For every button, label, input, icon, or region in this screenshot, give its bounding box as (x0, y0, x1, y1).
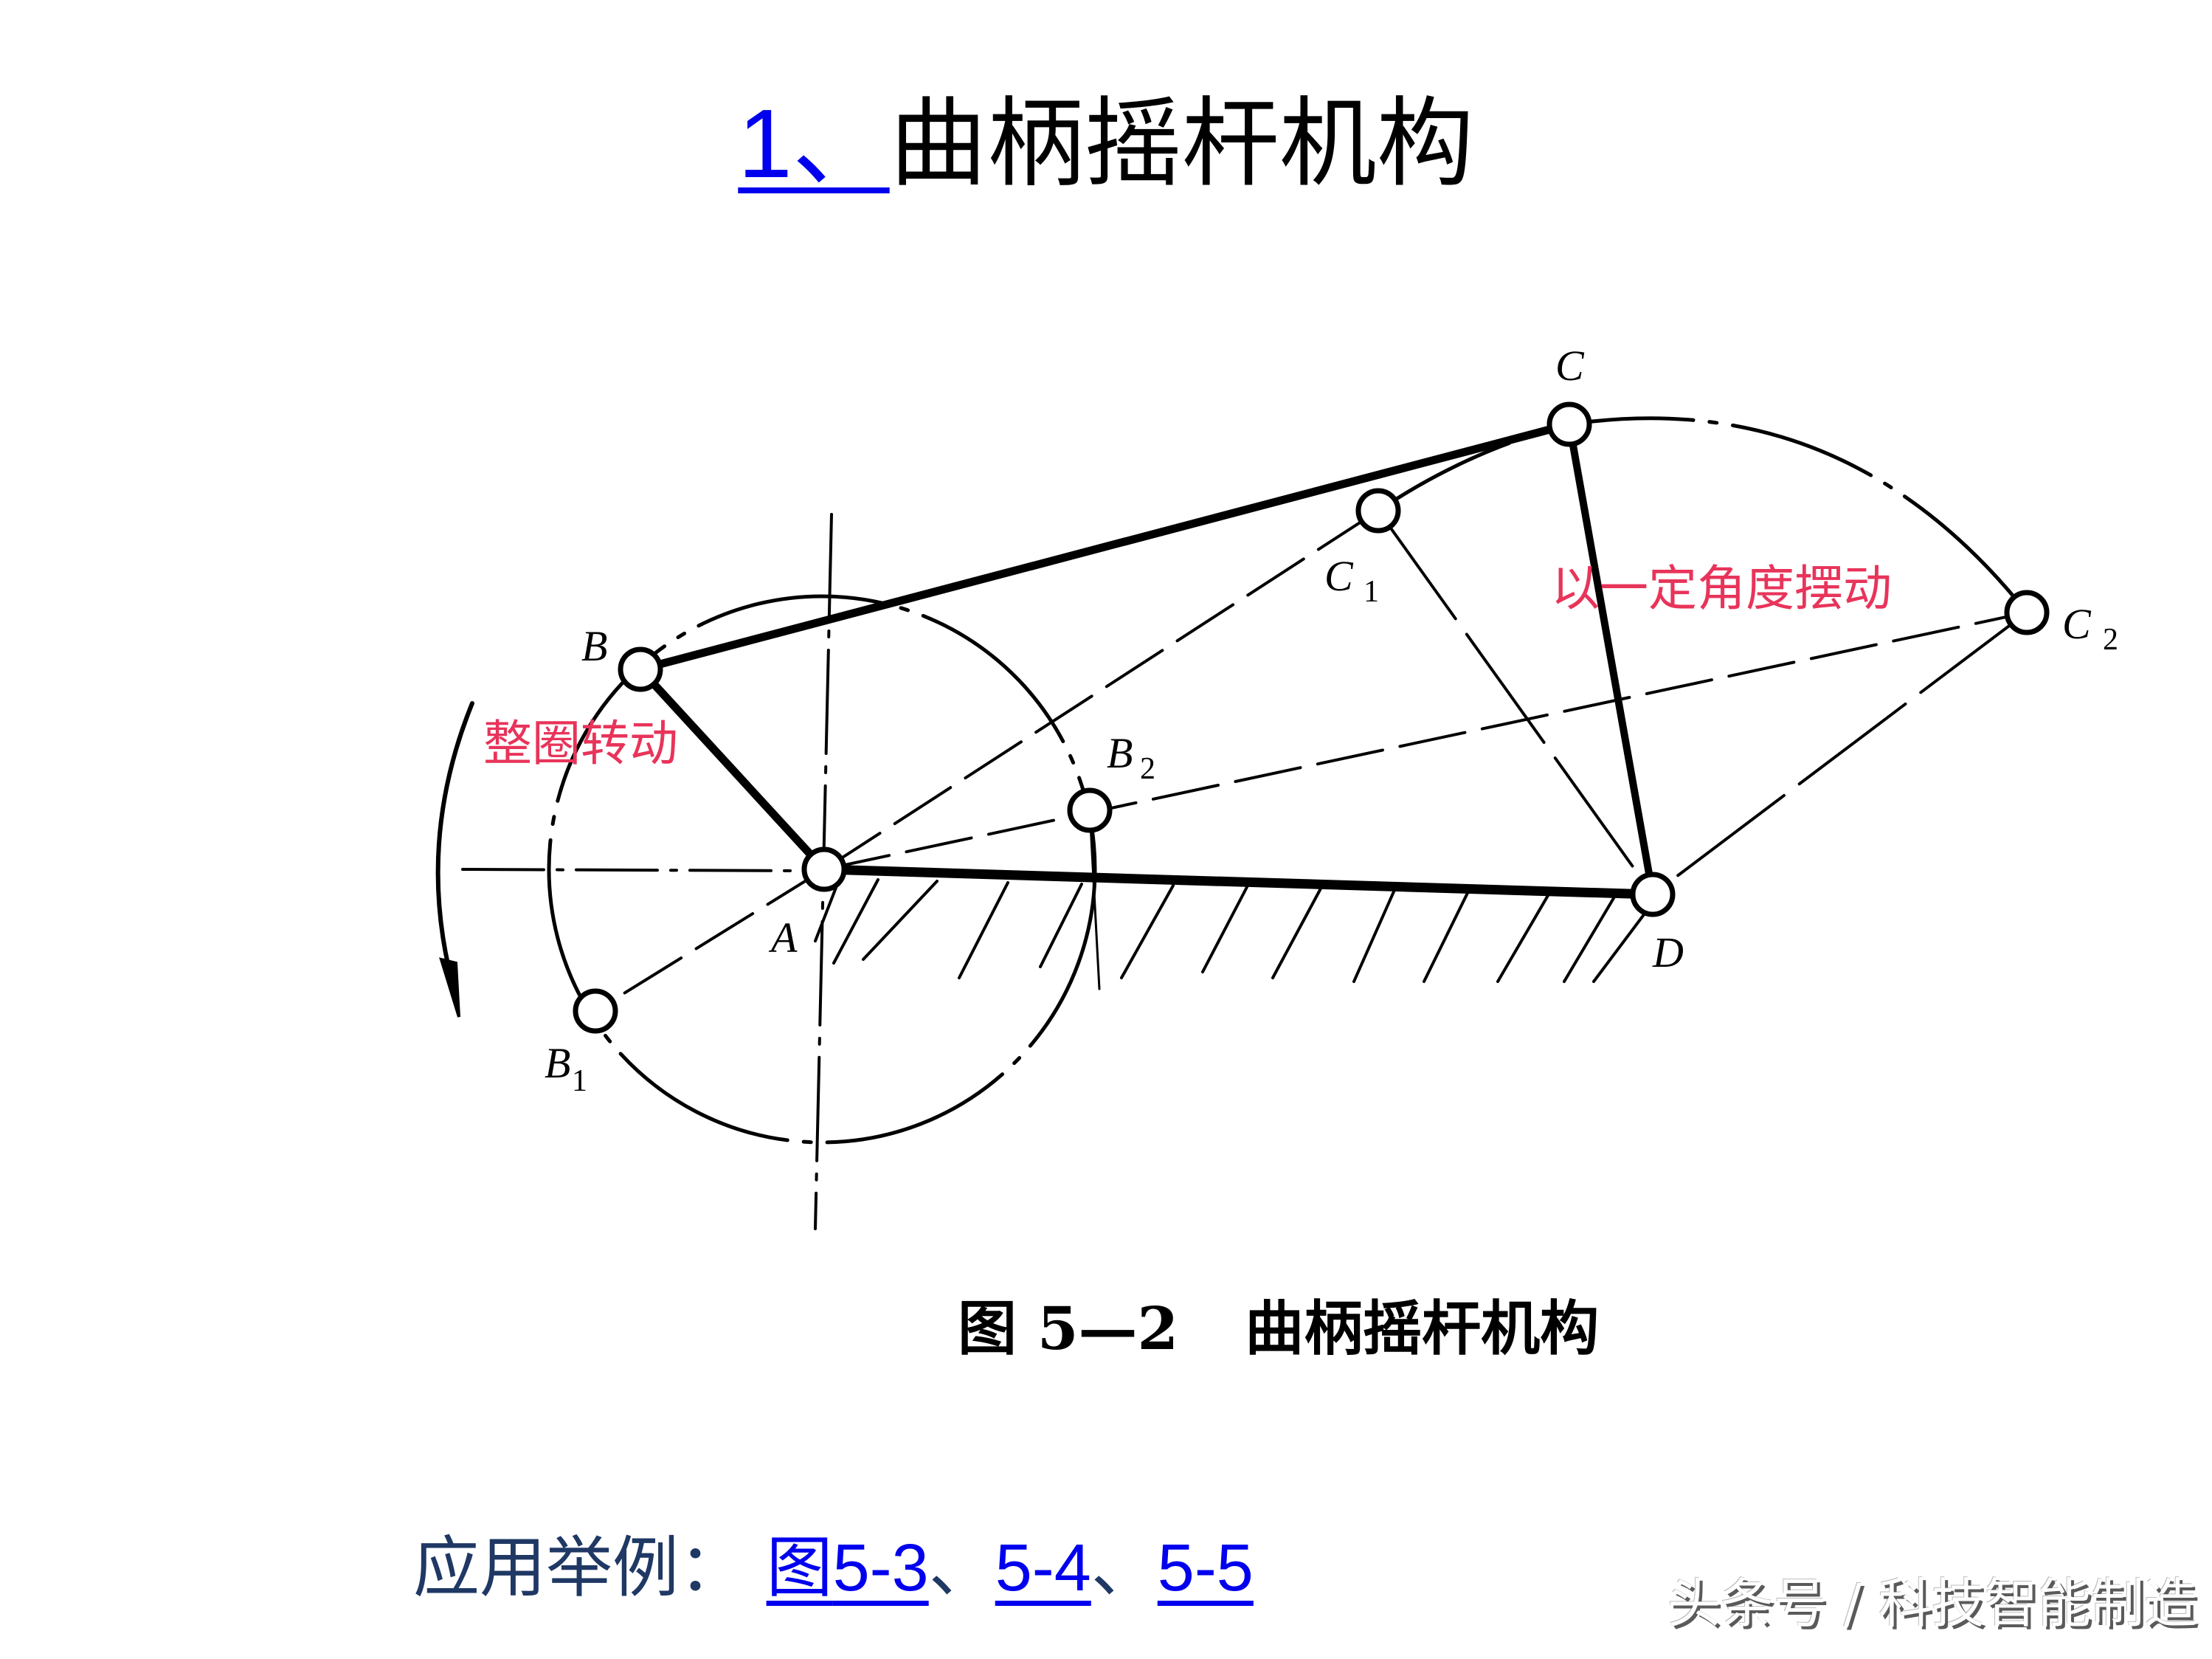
line-B2-ground (1088, 809, 1101, 990)
coupler-link-BC (636, 420, 1574, 674)
crank-link-AB (636, 665, 829, 874)
example-link-prefix: 图 (766, 1529, 833, 1607)
joint-C2 (2004, 590, 2050, 635)
label-B: B (581, 622, 607, 670)
label-D: D (1652, 928, 1684, 976)
crank-path-circle (547, 594, 1097, 1145)
slide-title: 1、曲柄摇杆机构 (0, 85, 2212, 203)
example-link-5-3[interactable]: 图5-3 (766, 1529, 929, 1607)
joint-B2 (1067, 787, 1113, 833)
label-B2: B (1107, 729, 1133, 777)
joint-C (1546, 401, 1592, 447)
title-number-link[interactable]: 1、 (738, 89, 890, 198)
rocker-link-CD (1566, 421, 1656, 898)
separator: 、 (928, 1529, 995, 1607)
frame-link-AD (819, 864, 1658, 900)
label-C2: C (2062, 600, 2092, 648)
figure-caption: 图 5—2 曲柄摇杆机构 (958, 1291, 1599, 1365)
crank-motion-annotation: 整圈转动 (483, 715, 678, 772)
rotation-arrow-icon (435, 701, 474, 998)
joint-B (618, 646, 663, 692)
label-C1-sub: 1 (1364, 575, 1379, 609)
line-A-B1 (594, 868, 826, 1013)
rotation-arrowhead-icon (439, 957, 460, 1018)
example-link-5-4[interactable]: 5-4 (995, 1531, 1091, 1605)
horizontal-center-axis (461, 868, 813, 872)
line-A-C2 (823, 611, 2028, 871)
label-A: A (768, 914, 798, 962)
label-C1: C (1324, 552, 1354, 600)
watermark: 头条号 / 科技智能制造 (1667, 1573, 2197, 1635)
application-examples: 应用举例： 图5-3、5-4、5-5 (413, 1524, 1254, 1613)
joint-A (801, 846, 847, 892)
separator: 、 (1091, 1529, 1158, 1607)
rocker-path-arc (1376, 416, 2029, 615)
joint-C1 (1355, 488, 1401, 534)
figure-title: 曲柄摇杆机构 (1245, 1294, 1600, 1363)
rocker-motion-annotation: 以一定角度摆动 (1551, 560, 1892, 617)
label-B1: B (545, 1039, 570, 1087)
line-C1-D (1377, 509, 1654, 896)
examples-label: 应用举例： (413, 1529, 745, 1607)
line-A-C1 (823, 509, 1380, 871)
label-C: C (1555, 342, 1585, 390)
line-C2-D (1651, 611, 2028, 896)
figure-number: 图 5—2 (958, 1294, 1179, 1363)
label-B2-sub: 2 (1140, 752, 1155, 786)
example-link-5-5[interactable]: 5-5 (1157, 1531, 1254, 1605)
label-C2-sub: 2 (2103, 623, 2118, 657)
label-B1-sub: 1 (572, 1064, 587, 1098)
title-text: 曲柄摇杆机构 (889, 87, 1474, 201)
joint-D (1630, 872, 1676, 917)
joint-B1 (573, 988, 618, 1034)
